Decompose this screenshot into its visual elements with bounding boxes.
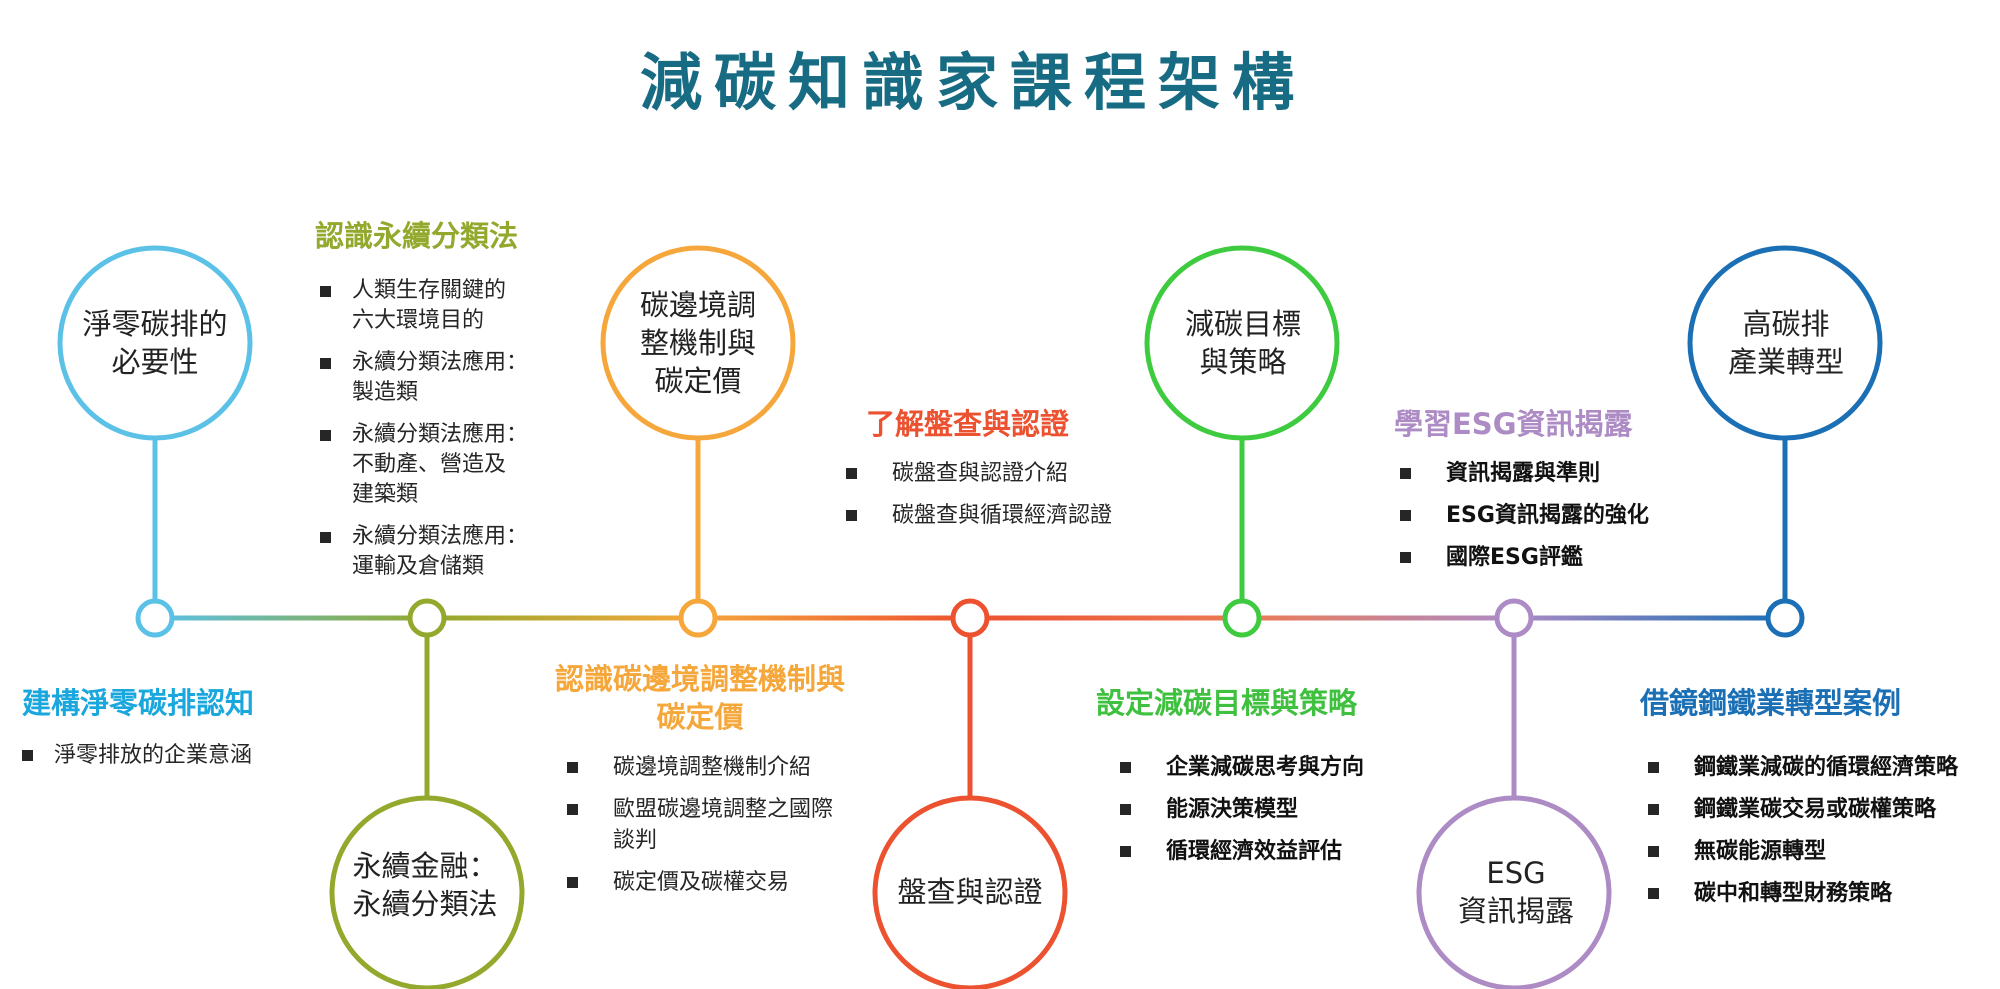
page-title: 減碳知識家課程架構 [639, 46, 1306, 119]
square-bullet-icon [1648, 762, 1659, 773]
square-bullet-icon [1648, 804, 1659, 815]
circle-label-7: 高碳排 產業轉型 [1727, 307, 1844, 379]
timeline-node-1 [135, 598, 175, 638]
bullet-item: 鋼鐵業碳交易或碳權策略 [1644, 794, 1994, 825]
bullet-item: 永續分類法應用： 不動產、營造及 建築類 [320, 420, 580, 510]
bullet-item: 歐盟碳邊境調整之國際 談判 [563, 794, 893, 856]
square-bullet-icon [1120, 762, 1131, 773]
stage-circle-7 [1687, 245, 1883, 441]
bullet-item: 淨零排放的企業意涵 [22, 740, 322, 771]
bullet-item: 無碳能源轉型 [1644, 836, 1994, 867]
bullet-list-6: 資訊揭露與準則 ESG資訊揭露的強化 國際ESG評鑑 [1396, 458, 1716, 584]
bullet-item: 碳盤查與認證介紹 [842, 458, 1182, 489]
stage-circle-5 [1144, 245, 1340, 441]
bullet-item: 循環經濟效益評估 [1116, 836, 1436, 867]
circle-label-3: 碳邊境調 整機制與 碳定價 [639, 288, 756, 398]
timeline-node-6 [1494, 598, 1534, 638]
square-bullet-icon [846, 510, 857, 521]
timeline-node-2 [407, 598, 447, 638]
circle-label-4: 盤查與認證 [897, 875, 1043, 909]
bullet-item: 企業減碳思考與方向 [1116, 752, 1436, 783]
square-bullet-icon [1400, 552, 1411, 563]
circle-label-2: 永續金融： 永續分類法 [352, 849, 498, 921]
stage-circle-1 [57, 245, 253, 441]
bullet-list-4: 碳盤查與認證介紹 碳盤查與循環經濟認證 [842, 458, 1182, 542]
bullet-item: 國際ESG評鑑 [1396, 542, 1716, 573]
bullet-list-5: 企業減碳思考與方向 能源決策模型 循環經濟效益評估 [1116, 752, 1436, 878]
stage-circle-6 [1416, 795, 1612, 989]
circle-label-6: ESG 資訊揭露 [1457, 856, 1574, 928]
bullet-item: 永續分類法應用： 製造類 [320, 348, 580, 408]
bullet-item: 碳邊境調整機制介紹 [563, 752, 893, 783]
bullet-item: 能源決策模型 [1116, 794, 1436, 825]
section-title-3: 認識碳邊境調整機制與 碳定價 [554, 662, 845, 734]
bullet-item: 鋼鐵業減碳的循環經濟策略 [1644, 752, 1994, 783]
square-bullet-icon [1648, 888, 1659, 899]
square-bullet-icon [1120, 804, 1131, 815]
bullet-list-1: 淨零排放的企業意涵 [22, 740, 322, 782]
bullet-list-2: 人類生存關鍵的 六大環境目的 永續分類法應用： 製造類 永續分類法應用： 不動產… [320, 276, 580, 594]
timeline-node-3 [678, 598, 718, 638]
square-bullet-icon [320, 532, 331, 543]
bullet-item: 永續分類法應用： 運輸及倉儲類 [320, 522, 580, 582]
circle-label-1: 淨零碳排的 必要性 [82, 307, 228, 379]
square-bullet-icon [320, 358, 331, 369]
bullet-item: 資訊揭露與準則 [1396, 458, 1716, 489]
square-bullet-icon [567, 804, 578, 815]
square-bullet-icon [22, 750, 33, 761]
square-bullet-icon [567, 762, 578, 773]
bullet-item: 碳盤查與循環經濟認證 [842, 500, 1182, 531]
bullet-item: 碳中和轉型財務策略 [1644, 878, 1994, 909]
square-bullet-icon [1400, 510, 1411, 521]
section-title-2: 認識永續分類法 [315, 219, 519, 253]
bullet-item: 人類生存關鍵的 六大環境目的 [320, 276, 580, 336]
stage-circle-2 [329, 795, 525, 989]
section-title-7: 借鏡鋼鐵業轉型案例 [1640, 686, 1902, 720]
square-bullet-icon [320, 286, 331, 297]
square-bullet-icon [846, 468, 857, 479]
stage-circle-3 [600, 245, 796, 441]
square-bullet-icon [567, 877, 578, 888]
bullet-item: 碳定價及碳權交易 [563, 867, 893, 898]
section-title-6: 學習ESG資訊揭露 [1394, 407, 1633, 441]
section-title-4: 了解盤查與認證 [866, 407, 1070, 441]
timeline-node-4 [950, 598, 990, 638]
timeline-node-7 [1765, 598, 1805, 638]
circle-label-5: 減碳目標 與策略 [1184, 307, 1301, 379]
bullet-item: ESG資訊揭露的強化 [1396, 500, 1716, 531]
square-bullet-icon [1648, 846, 1659, 857]
square-bullet-icon [1120, 846, 1131, 857]
bullet-list-7: 鋼鐵業減碳的循環經濟策略 鋼鐵業碳交易或碳權策略 無碳能源轉型 碳中和轉型財務策… [1644, 752, 1994, 920]
stage-circle-4 [872, 795, 1068, 989]
square-bullet-icon [1400, 468, 1411, 479]
section-title-5: 設定減碳目標與策略 [1096, 686, 1358, 720]
bullet-list-3: 碳邊境調整機制介紹 歐盟碳邊境調整之國際 談判 碳定價及碳權交易 [563, 752, 893, 909]
section-title-1: 建構淨零碳排認知 [22, 686, 255, 720]
timeline-node-5 [1222, 598, 1262, 638]
square-bullet-icon [320, 430, 331, 441]
